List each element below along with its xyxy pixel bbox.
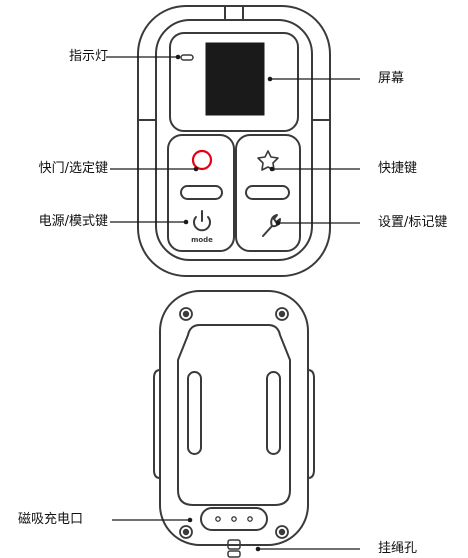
lanyard-hole	[227, 539, 241, 550]
lanyard-loop	[227, 550, 241, 558]
right-button-panel	[235, 134, 301, 252]
label-indicator: 指示灯	[68, 49, 108, 64]
front-panel	[169, 32, 299, 132]
left-button-panel	[167, 134, 235, 252]
label-settings-tag: 设置/标记键	[378, 215, 448, 230]
screws	[179, 307, 289, 539]
charge-port	[200, 507, 268, 531]
right-divider-pill	[245, 185, 290, 200]
callout-lines	[106, 56, 360, 550]
back-mount-plate	[177, 324, 291, 506]
screw-top-right-icon	[275, 307, 289, 321]
label-power-mode: 电源/模式键	[38, 214, 108, 229]
left-clip-slot	[187, 371, 202, 455]
star-icon	[257, 150, 279, 171]
screen-display	[205, 42, 265, 116]
front-view	[137, 5, 331, 277]
power-icon	[193, 210, 211, 232]
back-view	[153, 290, 315, 558]
left-divider-pill	[180, 185, 223, 200]
front-outer-shell	[137, 5, 331, 277]
label-quick: 快捷键	[378, 161, 418, 176]
charge-pins	[215, 516, 253, 522]
label-screen: 屏幕	[378, 71, 405, 86]
callout-dots	[175, 54, 281, 552]
label-charge-port: 磁吸充电口	[18, 512, 84, 527]
back-right-bulge	[307, 369, 315, 479]
back-outer-shell	[159, 290, 309, 546]
indicator-led-icon	[180, 54, 194, 61]
wrench-icon	[262, 214, 281, 237]
back-left-bulge	[153, 369, 161, 479]
screw-bottom-right-icon	[275, 525, 289, 539]
right-clip-slot	[266, 371, 281, 455]
front-inner-body	[155, 19, 313, 261]
label-lanyard-hole: 挂绳孔	[378, 541, 418, 556]
label-shutter-select: 快门/选定键	[38, 161, 108, 176]
screw-top-left-icon	[179, 307, 193, 321]
shutter-circle-icon	[191, 149, 213, 171]
mode-text: mode	[191, 236, 213, 244]
screw-bottom-left-icon	[179, 525, 193, 539]
